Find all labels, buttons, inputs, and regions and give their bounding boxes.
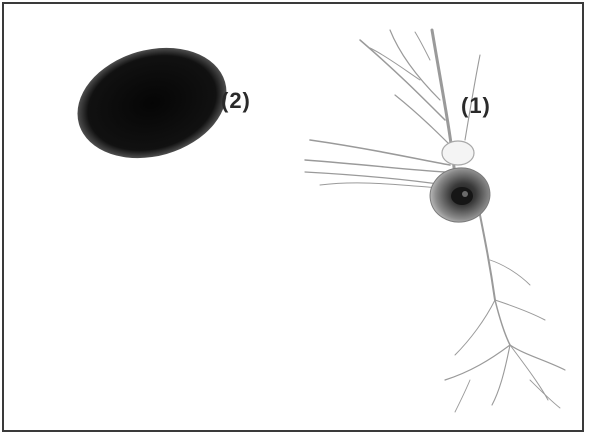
neuron-cell-icon xyxy=(305,30,565,412)
label-item-1: (1) xyxy=(461,93,491,119)
label-item-2: (2) xyxy=(221,88,251,114)
neuron-soma-icon xyxy=(426,163,494,227)
dark-oval-cell-icon xyxy=(64,31,239,175)
